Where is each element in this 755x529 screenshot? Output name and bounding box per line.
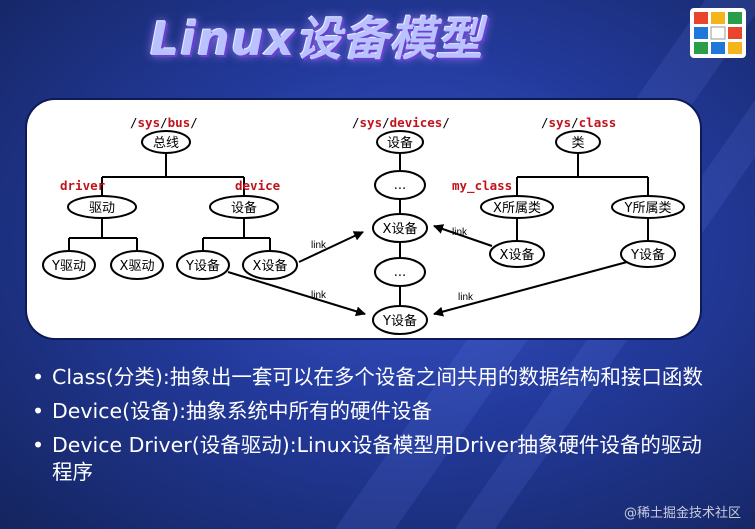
svg-text:设备: 设备	[231, 200, 257, 216]
node-ellipsis-bottom: ...	[374, 257, 426, 287]
node-x-device-bus: X设备	[242, 250, 298, 280]
label-my-class: my_class	[452, 178, 512, 194]
label-driver: driver	[60, 178, 106, 193]
bus-tree-lines	[68, 152, 649, 306]
svg-text:X驱动: X驱动	[120, 259, 155, 274]
svg-text:...: ...	[394, 178, 406, 193]
node-class-root: 类	[555, 130, 601, 154]
bullet-text: Device Driver(设备驱动):Linux设备模型用Driver抽象硬件…	[52, 433, 702, 484]
node-y-device-class: Y设备	[620, 240, 676, 268]
node-ellipsis-top: ...	[374, 170, 426, 200]
bullet-text: Device(设备):抽象系统中所有的硬件设备	[52, 399, 433, 423]
svg-text:Y设备: Y设备	[185, 258, 220, 274]
svg-text:X设备: X设备	[253, 258, 288, 274]
bullet-item: • Device(设备):抽象系统中所有的硬件设备	[32, 398, 722, 425]
node-y-device: Y设备	[372, 305, 428, 335]
bullet-dot: •	[32, 365, 45, 389]
svg-text:X设备: X设备	[383, 221, 418, 237]
svg-text:Y驱动: Y驱动	[51, 259, 86, 274]
link-arrow	[298, 231, 364, 263]
path-class: /sys/class	[541, 115, 616, 130]
link-label: link	[311, 240, 327, 251]
link-label: link	[311, 290, 327, 301]
path-devices: /sys/devices/	[352, 115, 450, 130]
bullet-text: Class(分类):抽象出一套可以在多个设备之间共用的数据结构和接口函数	[52, 365, 703, 389]
logo-icon	[690, 8, 746, 58]
watermark: @稀土掘金技术社区	[623, 506, 741, 521]
node-bus-root: 总线	[141, 130, 191, 154]
svg-text:Y所属类: Y所属类	[624, 201, 672, 216]
svg-text:类: 类	[571, 136, 584, 151]
label-device: device	[235, 178, 281, 193]
link-label: link	[452, 227, 468, 238]
svg-text:Y设备: Y设备	[630, 247, 665, 263]
node-x-class: X所属类	[480, 195, 554, 219]
slide-title: Linux设备模型	[150, 12, 484, 66]
bullet-list: • Class(分类):抽象出一套可以在多个设备之间共用的数据结构和接口函数 • D…	[32, 364, 722, 493]
link-arrows	[227, 224, 628, 317]
node-x-device: X设备	[372, 213, 428, 243]
svg-text:总线: 总线	[153, 136, 179, 151]
link-arrow	[433, 261, 628, 317]
node-drivers: 驱动	[67, 195, 137, 219]
node-y-class: Y所属类	[611, 195, 685, 219]
bullet-dot: •	[32, 433, 45, 457]
link-arrow	[227, 271, 366, 317]
svg-text:Y设备: Y设备	[382, 313, 417, 329]
path-bus: /sys/bus/	[130, 115, 198, 130]
node-x-driver: X驱动	[110, 250, 164, 280]
svg-text:X设备: X设备	[500, 247, 535, 263]
node-x-device-class: X设备	[489, 240, 545, 268]
node-y-device-bus: Y设备	[176, 250, 230, 280]
bullet-item: • Class(分类):抽象出一套可以在多个设备之间共用的数据结构和接口函数	[32, 364, 722, 391]
node-devices-group: 设备	[209, 195, 279, 219]
bullet-item: • Device Driver(设备驱动):Linux设备模型用Driver抽象硬…	[32, 432, 722, 486]
svg-text:X所属类: X所属类	[493, 201, 541, 216]
link-label: link	[458, 292, 474, 303]
bullet-dot: •	[32, 399, 45, 423]
svg-text:设备: 设备	[387, 135, 413, 151]
node-devices-root: 设备	[376, 130, 424, 154]
link-arrow	[433, 224, 493, 247]
node-y-driver: Y驱动	[42, 250, 96, 280]
svg-text:驱动: 驱动	[89, 201, 115, 216]
svg-text:...: ...	[394, 265, 406, 280]
